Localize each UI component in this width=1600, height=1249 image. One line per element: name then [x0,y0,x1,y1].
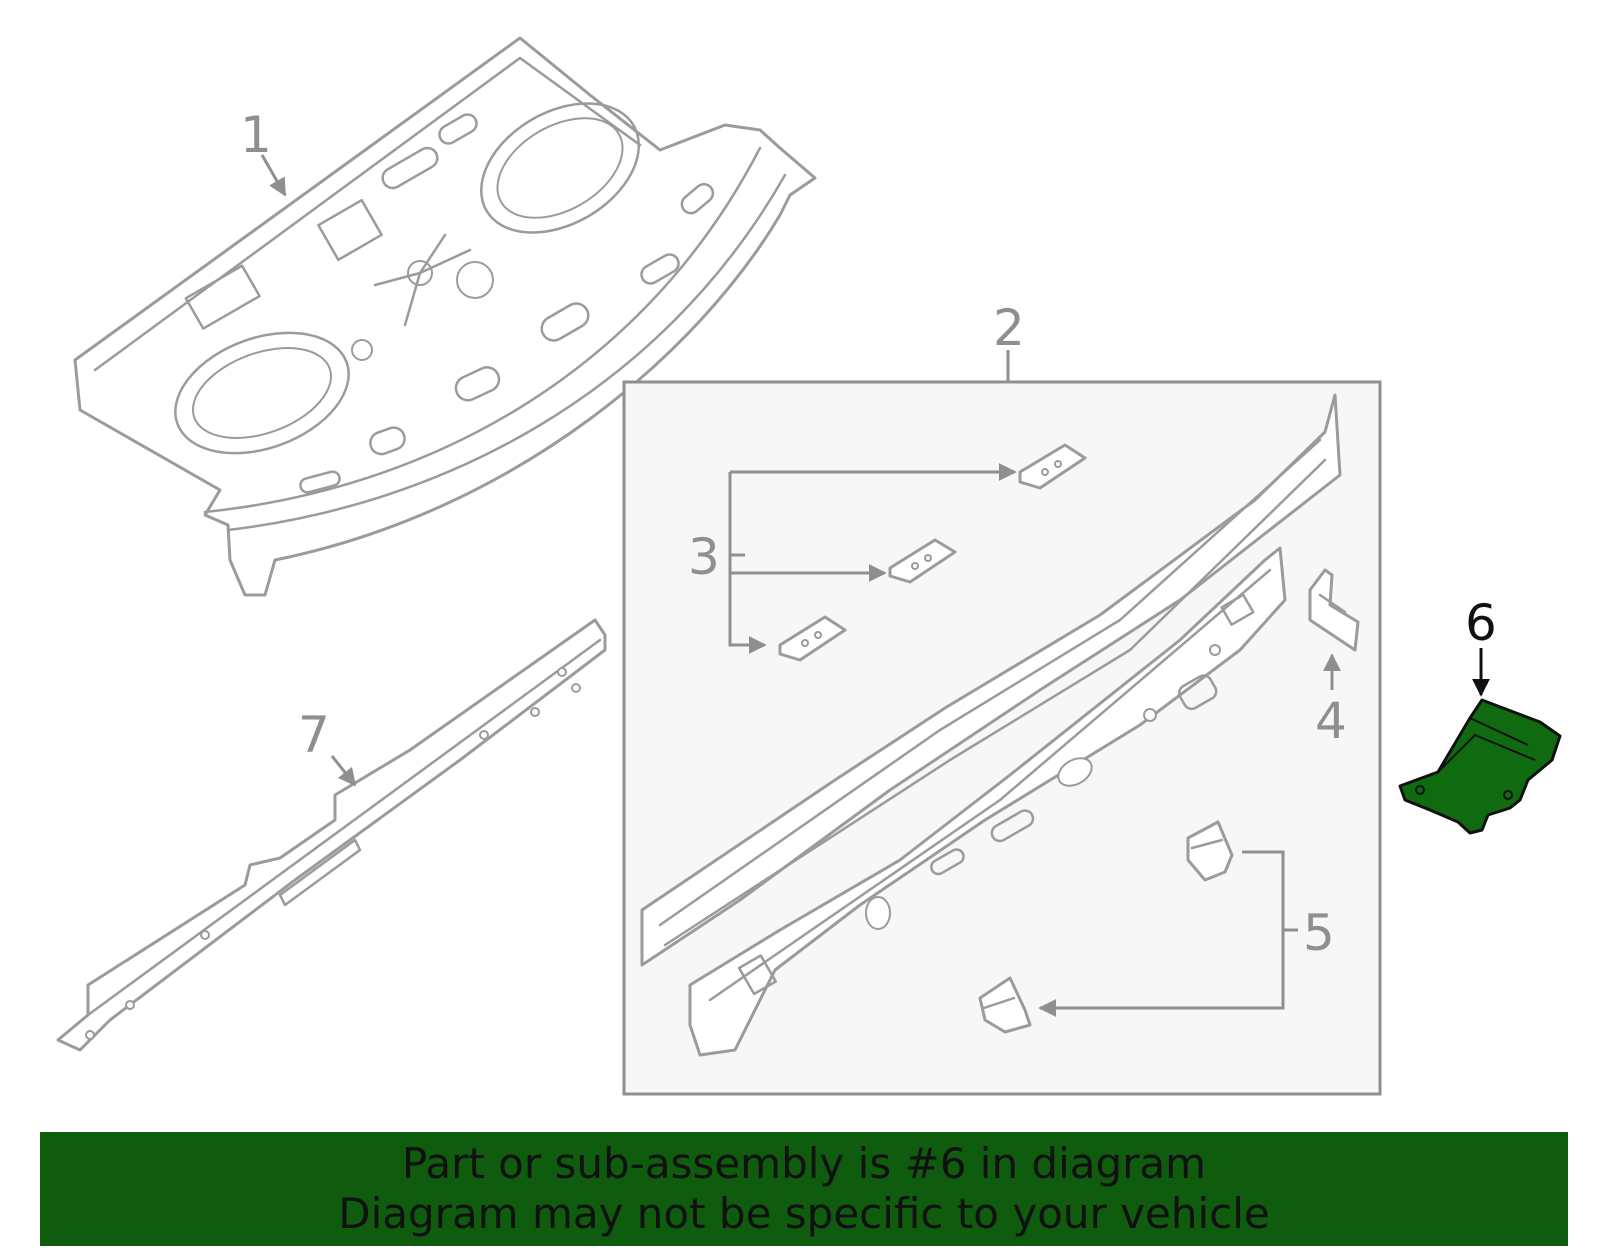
callout-7: 7 [298,706,330,764]
callout-1: 1 [240,106,272,164]
banner-line-2: Diagram may not be specific to your vehi… [338,1189,1270,1238]
leader-1 [260,154,287,197]
callout-4: 4 [1315,692,1347,750]
part-4-angle-bracket[interactable] [1308,568,1360,652]
part-5-reinforcement-lower[interactable] [978,976,1032,1034]
part-3-bracket-bottom[interactable] [778,615,847,662]
callout-2: 2 [993,299,1025,357]
callout-3: 3 [688,528,720,586]
callout-6: 6 [1465,594,1497,652]
part-3-bracket-middle[interactable] [888,538,957,584]
leader-3 [728,463,1017,654]
part-7-side-rail[interactable] [56,618,607,1052]
part-5-reinforcement-upper[interactable] [1186,820,1234,882]
banner-line-1: Part or sub-assembly is #6 in diagram [401,1139,1207,1188]
part-1-rear-parcel-shelf[interactable] [73,36,817,597]
part-3-bracket-top[interactable] [1018,443,1087,490]
part-6-highlighted-bracket[interactable] [1398,698,1562,835]
info-banner: Part or sub-assembly is #6 in diagram Di… [40,1132,1568,1246]
callout-5: 5 [1303,904,1335,962]
leader-5 [1038,850,1298,1017]
leader-7 [330,755,357,787]
part-2-rear-panel[interactable] [640,393,1342,1057]
